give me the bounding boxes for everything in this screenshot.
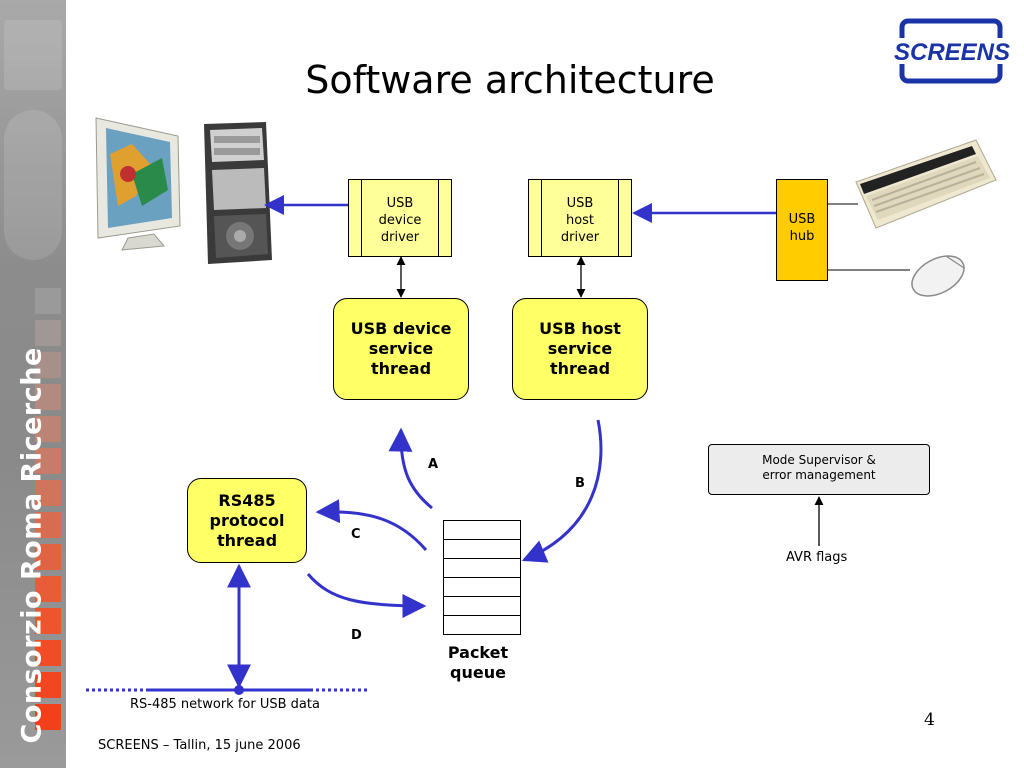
mouse-icon bbox=[911, 255, 965, 297]
edge-label-b: B bbox=[575, 476, 585, 491]
background-figure bbox=[4, 20, 62, 90]
arrow-b bbox=[521, 419, 603, 563]
monitor-icon bbox=[95, 117, 181, 251]
packet-queue bbox=[443, 520, 521, 635]
node-label: RS485 bbox=[218, 490, 276, 510]
queue-slot bbox=[443, 539, 521, 558]
queue-slot bbox=[443, 615, 521, 635]
side-band: Consorzio Roma Ricerche bbox=[0, 0, 66, 768]
node-label: hub bbox=[789, 229, 815, 244]
pc-tower-icon bbox=[204, 122, 272, 264]
edge-label-a: A bbox=[428, 457, 439, 472]
packet-queue-label: Packet queue bbox=[447, 643, 509, 682]
node-label: USB device bbox=[350, 319, 452, 338]
background-figure bbox=[4, 110, 62, 260]
node-label: USB bbox=[788, 212, 816, 227]
mode-supervisor-box: Mode Supervisor & error management bbox=[708, 444, 930, 495]
rs485-protocol-thread: RS485 protocol thread bbox=[187, 478, 307, 563]
screens-logo: SCREENS bbox=[888, 18, 1016, 84]
arrow-c bbox=[315, 499, 428, 551]
node-label: Mode Supervisor & bbox=[762, 453, 876, 467]
usb-host-driver-box: USB host driver bbox=[528, 179, 632, 257]
logo-text: SCREENS bbox=[894, 39, 1010, 66]
slide-title: Software architecture bbox=[305, 58, 715, 102]
node-label: driver bbox=[560, 230, 600, 245]
queue-slot bbox=[443, 558, 521, 577]
node-label: USB host bbox=[539, 319, 621, 338]
queue-slot bbox=[443, 596, 521, 615]
arrow-a bbox=[388, 427, 433, 510]
usb-host-service-thread: USB host service thread bbox=[512, 298, 648, 400]
node-label: protocol bbox=[209, 510, 285, 530]
node-label: thread bbox=[216, 530, 278, 550]
node-label: thread bbox=[370, 359, 432, 378]
queue-slot bbox=[443, 577, 521, 596]
node-label: error management bbox=[762, 468, 876, 482]
footer-text: SCREENS – Tallin, 15 june 2006 bbox=[98, 738, 301, 753]
node-label: USB bbox=[386, 196, 414, 211]
usb-device-driver-box: USB device driver bbox=[348, 179, 452, 257]
node-label: service bbox=[368, 339, 434, 358]
keyboard-icon bbox=[855, 139, 997, 229]
queue-slot bbox=[443, 520, 521, 539]
avr-flags-label: AVR flags bbox=[786, 550, 848, 565]
rs485-network-label: RS-485 network for USB data bbox=[130, 697, 320, 712]
usb-device-service-thread: USB device service thread bbox=[333, 298, 469, 400]
edge-label-d: D bbox=[351, 628, 362, 643]
node-label: thread bbox=[549, 359, 611, 378]
decorative-squares bbox=[35, 288, 61, 736]
edge-label-c: C bbox=[351, 527, 361, 542]
node-label: driver bbox=[380, 230, 420, 245]
arrow-d bbox=[306, 573, 427, 618]
node-label: host bbox=[565, 213, 595, 228]
usb-hub-box: USB hub bbox=[776, 179, 828, 281]
network-node bbox=[234, 685, 244, 695]
node-label: USB bbox=[566, 196, 594, 211]
page-number: 4 bbox=[924, 710, 935, 730]
node-label: device bbox=[378, 213, 422, 228]
node-label: service bbox=[547, 339, 613, 358]
